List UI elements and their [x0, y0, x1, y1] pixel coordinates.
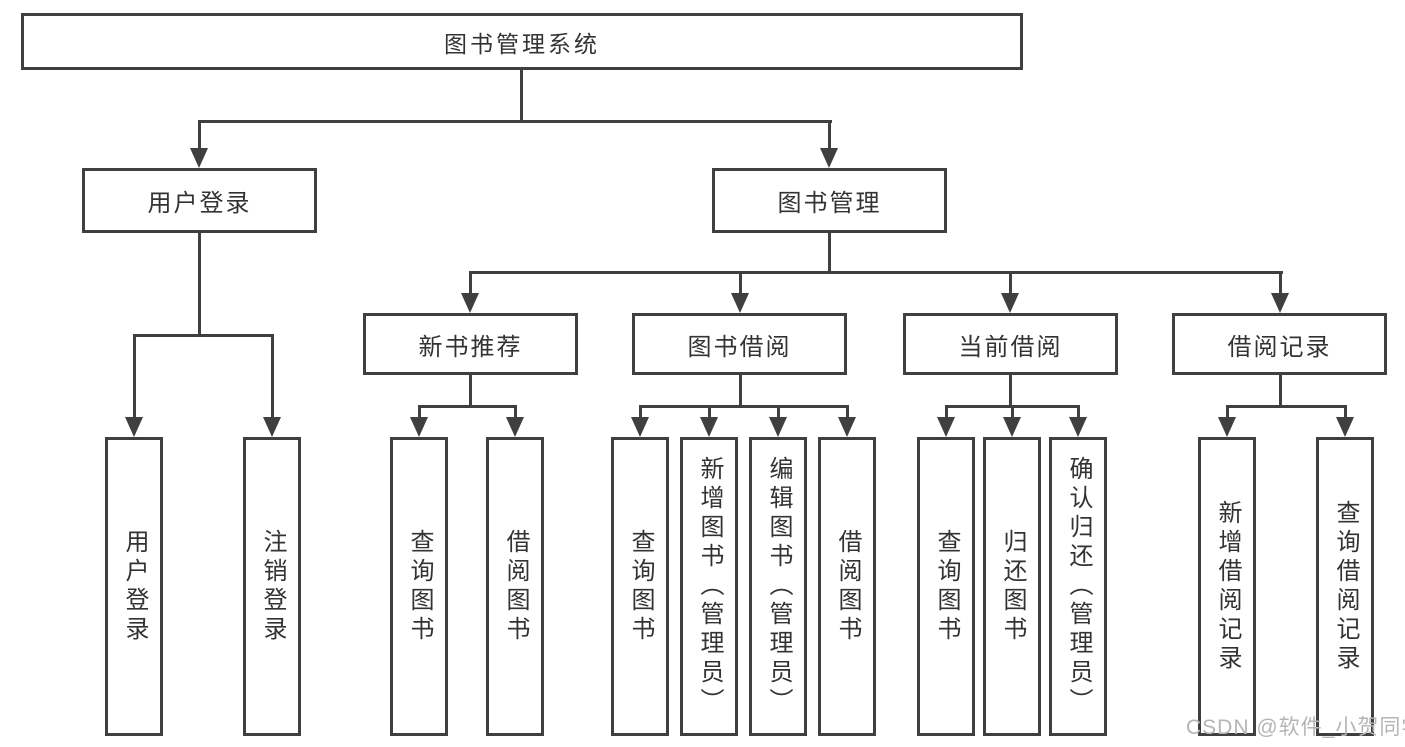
- arrow-down-icon: [937, 417, 955, 437]
- arrow-down-icon: [838, 417, 856, 437]
- arrow-down-icon: [125, 417, 143, 437]
- arrow-down-icon: [1001, 293, 1019, 313]
- watermark: CSDN @软件_小贺同学: [1186, 716, 1405, 739]
- connector-vline: [739, 375, 742, 408]
- connector-vline: [514, 405, 517, 420]
- arrow-down-icon: [820, 148, 838, 168]
- node-label: 查询借阅记录: [1332, 499, 1359, 674]
- arrow-down-icon: [410, 417, 428, 437]
- node-label: 当前借阅: [958, 333, 1063, 361]
- arrow-down-icon: [506, 417, 524, 437]
- leaf-add-books-admin: 新增图书（管理员）: [680, 437, 738, 736]
- connector-hline: [469, 271, 1283, 274]
- arrow-down-icon: [769, 417, 787, 437]
- connector-hline: [198, 120, 832, 123]
- connector-vline: [469, 271, 472, 296]
- node-label: 注销登录: [259, 528, 286, 645]
- leaf-borrow-books-recommend: 借阅图书: [486, 437, 544, 736]
- leaf-user-login: 用户登录: [105, 437, 163, 736]
- arrow-down-icon: [190, 148, 208, 168]
- node-label: 借阅图书: [834, 528, 861, 645]
- node-borrowing-records: 借阅记录: [1172, 313, 1387, 375]
- node-label: 编辑图书（管理员）: [765, 456, 792, 717]
- connector-vline: [777, 405, 780, 420]
- connector-vline: [1011, 405, 1014, 420]
- connector-vline: [198, 120, 201, 151]
- connector-vline: [828, 120, 831, 151]
- connector-hline: [418, 405, 517, 408]
- node-label: 确认归还（管理员）: [1065, 456, 1092, 717]
- node-label: 新增借阅记录: [1214, 499, 1241, 674]
- connector-vline: [708, 405, 711, 420]
- leaf-query-books-recommend: 查询图书: [390, 437, 448, 736]
- node-label: 新增图书（管理员）: [696, 456, 723, 717]
- node-book-management-system: 图书管理系统: [21, 13, 1023, 70]
- connector-vline: [828, 233, 831, 274]
- connector-vline: [520, 70, 523, 123]
- connector-vline: [1279, 271, 1282, 296]
- connector-vline: [846, 405, 849, 420]
- node-user-login: 用户登录: [82, 168, 317, 233]
- connector-vline: [1279, 375, 1282, 408]
- connector-vline: [418, 405, 421, 420]
- connector-hline: [639, 405, 849, 408]
- node-label: 用户登录: [121, 528, 148, 645]
- connector-vline: [1344, 405, 1347, 420]
- connector-vline: [1009, 375, 1012, 408]
- node-label: 借阅记录: [1227, 333, 1332, 361]
- node-label: 图书管理系统: [444, 30, 600, 57]
- leaf-return-books: 归还图书: [983, 437, 1041, 736]
- node-label: 查询图书: [627, 528, 654, 645]
- leaf-logout: 注销登录: [243, 437, 301, 736]
- connector-vline: [133, 334, 136, 420]
- connector-vline: [739, 271, 742, 296]
- leaf-query-borrow-record: 查询借阅记录: [1316, 437, 1374, 736]
- connector-hline: [133, 334, 274, 337]
- arrow-down-icon: [1069, 417, 1087, 437]
- arrow-down-icon: [731, 293, 749, 313]
- arrow-down-icon: [1218, 417, 1236, 437]
- connector-hline: [1226, 405, 1347, 408]
- node-current-borrowing: 当前借阅: [903, 313, 1118, 375]
- arrow-down-icon: [631, 417, 649, 437]
- arrow-down-icon: [263, 417, 281, 437]
- arrow-down-icon: [1271, 293, 1289, 313]
- node-label: 查询图书: [406, 528, 433, 645]
- connector-vline: [945, 405, 948, 420]
- node-label: 图书管理: [777, 190, 882, 217]
- connector-vline: [469, 375, 472, 408]
- arrow-down-icon: [700, 417, 718, 437]
- arrow-down-icon: [1003, 417, 1021, 437]
- leaf-query-books-current: 查询图书: [917, 437, 975, 736]
- leaf-edit-books-admin: 编辑图书（管理员）: [749, 437, 807, 736]
- leaf-add-borrow-record: 新增借阅记录: [1198, 437, 1256, 736]
- node-label: 借阅图书: [502, 528, 529, 645]
- node-label: 新书推荐: [418, 333, 523, 361]
- node-label: 图书借阅: [687, 333, 792, 361]
- connector-vline: [198, 233, 201, 337]
- connector-vline: [1009, 271, 1012, 296]
- connector-vline: [1226, 405, 1229, 420]
- connector-vline: [1077, 405, 1080, 420]
- connector-vline: [271, 334, 274, 420]
- leaf-borrow-books-borrow: 借阅图书: [818, 437, 876, 736]
- node-label: 用户登录: [147, 190, 252, 217]
- node-label: 查询图书: [933, 528, 960, 645]
- node-book-borrowing: 图书借阅: [632, 313, 847, 375]
- arrow-down-icon: [461, 293, 479, 313]
- node-new-book-recommendation: 新书推荐: [363, 313, 578, 375]
- node-label: 归还图书: [999, 528, 1026, 645]
- node-book-management: 图书管理: [712, 168, 947, 233]
- connector-vline: [639, 405, 642, 420]
- leaf-query-books-borrow: 查询图书: [611, 437, 669, 736]
- leaf-confirm-return-admin: 确认归还（管理员）: [1049, 437, 1107, 736]
- arrow-down-icon: [1336, 417, 1354, 437]
